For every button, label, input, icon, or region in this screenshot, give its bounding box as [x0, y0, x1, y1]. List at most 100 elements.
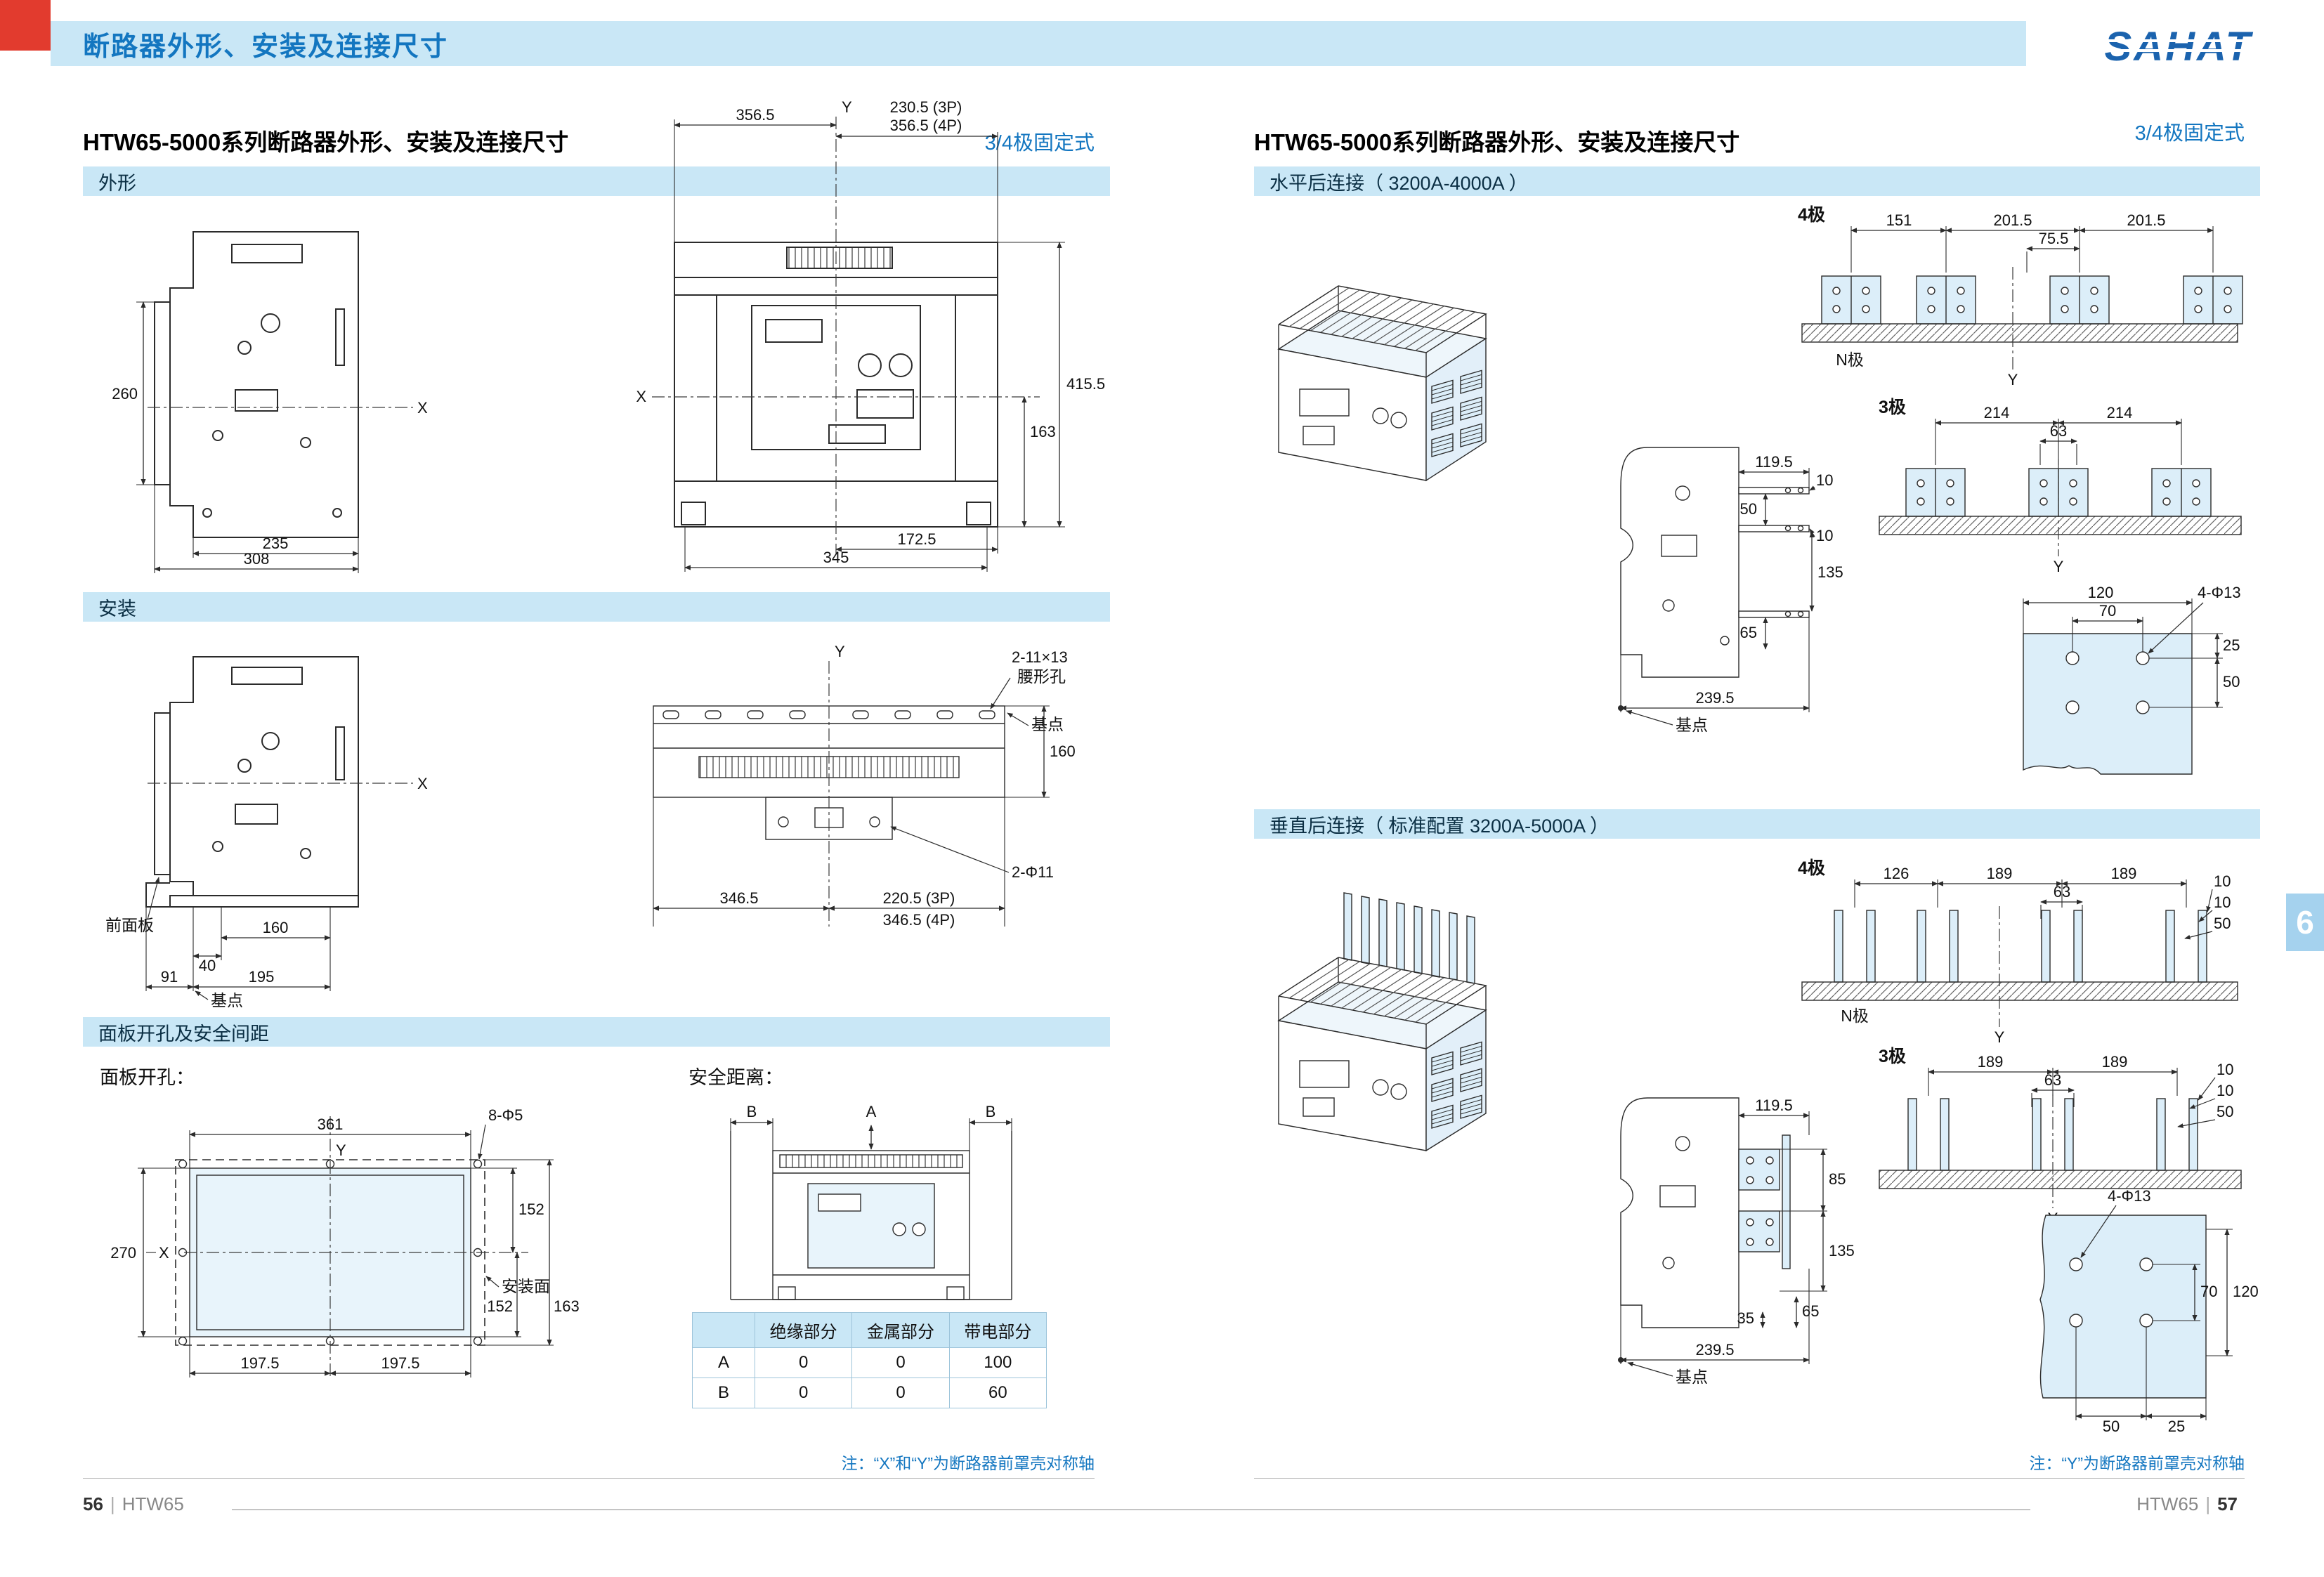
brand-logo: SAHAT — [2070, 25, 2252, 69]
logo-stripe — [2070, 39, 2252, 42]
section-banner-vertical-label: 垂直后连接（ 标准配置 3200A-5000A ） — [1269, 815, 1610, 837]
cell: 0 — [754, 1378, 853, 1408]
connection-plate — [2023, 633, 2193, 775]
outline-side-drawing: 260 X 235 308 — [112, 231, 428, 573]
dim-163: 163 — [1030, 423, 1056, 440]
dim-10-a: 10 — [2217, 1061, 2233, 1078]
vertical-plate-dimensions: 4-Φ13 70 120 50 25 — [2075, 1187, 2259, 1435]
left-page-title: HTW65-5000系列断路器外形、安装及连接尺寸 — [83, 129, 569, 155]
corner-accent — [0, 0, 51, 51]
logo-stripe — [2070, 49, 2252, 52]
footer-right-page-number: 57 — [2217, 1493, 2238, 1514]
dim-10-b: 10 — [2214, 894, 2231, 911]
terminal-pads — [1801, 275, 2243, 343]
hole-dim-label: 2-Φ11 — [1012, 863, 1054, 881]
section-banner-vertical: 垂直后连接（ 标准配置 3200A-5000A ） — [1254, 809, 2260, 839]
pole-label: 3极 — [1879, 398, 1906, 417]
dim-239-5: 239.5 — [1695, 1341, 1734, 1359]
dim-10-a: 10 — [1816, 471, 1833, 489]
dim-189-a: 189 — [1987, 865, 2013, 882]
footer-right-doc: HTW65 — [2136, 1493, 2199, 1514]
horizontal-4pole-dimensions: 151 201.5 201.5 75.5 N极 Y — [1836, 211, 2214, 388]
n-pole-label: N极 — [1841, 1007, 1869, 1025]
panel-cutout-dimensions: Y 361 8-Φ5 270 X 152 安装面 152 163 197.5 1… — [110, 1106, 580, 1378]
breaker-profile — [1620, 1097, 1791, 1328]
dim-85: 85 — [1829, 1170, 1846, 1188]
dim-152-upper: 152 — [518, 1200, 544, 1218]
pole-label: 4极 — [1798, 205, 1825, 225]
dim-197-5-right: 197.5 — [381, 1354, 419, 1372]
axis-y-label: Y — [1995, 1028, 2005, 1046]
axis-y-label: Y — [835, 643, 845, 660]
dim-70: 70 — [2200, 1283, 2217, 1300]
brand-logo-text: SAHAT — [2104, 24, 2252, 70]
dim-135: 135 — [1817, 563, 1843, 581]
dim-4-phi13: 4-Φ13 — [2108, 1187, 2151, 1205]
safety-distance-drawing: B A B — [730, 1103, 1012, 1300]
dim-189-b: 189 — [2102, 1053, 2128, 1071]
dim-8-phi5: 8-Φ5 — [488, 1106, 523, 1124]
base-point-label: 基点 — [1676, 716, 1708, 734]
cell: 0 — [851, 1347, 950, 1378]
section-banner-panel: 面板开孔及安全间距 — [83, 1017, 1110, 1047]
dim-b-right: B — [986, 1103, 996, 1120]
dim-151: 151 — [1886, 211, 1912, 229]
section-banner-outline: 外形 — [83, 166, 1110, 196]
dim-50: 50 — [1740, 500, 1757, 518]
table-header-insulation: 绝缘部分 — [754, 1312, 853, 1348]
dim-201-5-b: 201.5 — [2127, 211, 2165, 229]
breaker-body-isometric — [1277, 957, 1487, 1152]
pole-label: 4极 — [1798, 858, 1825, 878]
dim-189-a: 189 — [1978, 1053, 2004, 1071]
breaker-body-isometric — [1277, 285, 1487, 482]
cell: 0 — [851, 1378, 950, 1408]
section-banner-horizontal: 水平后连接（ 3200A-4000A ） — [1254, 166, 2260, 196]
page-header-banner: 断路器外形、安装及连接尺寸 — [51, 21, 2026, 66]
base-point-label: 基点 — [1676, 1368, 1708, 1386]
dim-119-5: 119.5 — [1755, 453, 1792, 471]
horizontal-3pole-dimensions: 214 214 63 Y — [1935, 404, 2182, 574]
axis-y-label: Y — [2008, 371, 2018, 388]
dim-152-lower: 152 — [487, 1297, 513, 1315]
front-panel-label: 前面板 — [105, 916, 154, 934]
footer-rule — [232, 1509, 2030, 1510]
horizontal-side-profile: 119.5 50 10 10 135 65 239.5 基点 — [1618, 447, 1843, 734]
left-page-note: 注：“X”和“Y”为断路器前罩壳对称轴 — [841, 1454, 1095, 1472]
table-row: B 0 0 60 — [692, 1378, 1047, 1408]
dim-10-b: 10 — [1816, 527, 1833, 544]
dim-220-5-3p: 220.5 (3P) — [883, 889, 955, 907]
cell: 100 — [948, 1347, 1047, 1378]
table-header-metal: 金属部分 — [851, 1312, 950, 1348]
dim-160: 160 — [263, 919, 289, 936]
right-mode-label: 3/4极固定式 — [2134, 122, 2245, 145]
dim-91: 91 — [161, 968, 178, 986]
cutout-title: 面板开孔： — [100, 1067, 195, 1088]
footer-left-doc: HTW65 — [122, 1493, 184, 1514]
section-banner-panel-label: 面板开孔及安全间距 — [98, 1023, 269, 1045]
breaker-side-profile — [154, 231, 359, 538]
dim-135: 135 — [1829, 1242, 1855, 1259]
dim-172-5: 172.5 — [897, 530, 936, 548]
dim-160: 160 — [1050, 742, 1076, 760]
table-row: A 0 0 100 — [692, 1347, 1047, 1378]
right-page-note: 注：“Y”为断路器前罩壳对称轴 — [2029, 1454, 2245, 1472]
vertical-3pole-layout: 3极 189 189 63 10 10 50 Y — [1879, 1047, 2242, 1227]
dim-270: 270 — [110, 1244, 136, 1262]
dim-25: 25 — [2168, 1418, 2185, 1435]
vertical-side-dimensions: 119.5 85 135 65 35 239.5 基点 — [1618, 1097, 1855, 1386]
breaker-side-profile — [145, 656, 359, 908]
header-title: 断路器外形、安装及连接尺寸 — [83, 32, 449, 62]
isometric-breaker-horizontal — [1277, 285, 1487, 482]
dim-75-5: 75.5 — [2039, 230, 2069, 247]
dim-230-5-3p: 230.5 (3P) — [890, 98, 962, 116]
dim-50: 50 — [2217, 1103, 2233, 1120]
horizontal-side-dimensions: 119.5 50 10 10 135 65 239.5 基点 — [1618, 453, 1843, 734]
row-label: A — [692, 1347, 755, 1378]
dim-346-5-4p: 346.5 (4P) — [883, 911, 955, 929]
dim-239-5: 239.5 — [1695, 689, 1734, 707]
outline-side-dimensions: 260 X 235 308 — [112, 301, 428, 573]
dim-119-5: 119.5 — [1755, 1097, 1792, 1114]
axis-y-label: Y — [2054, 558, 2064, 574]
dim-356-5-4p: 356.5 (4P) — [890, 117, 962, 134]
